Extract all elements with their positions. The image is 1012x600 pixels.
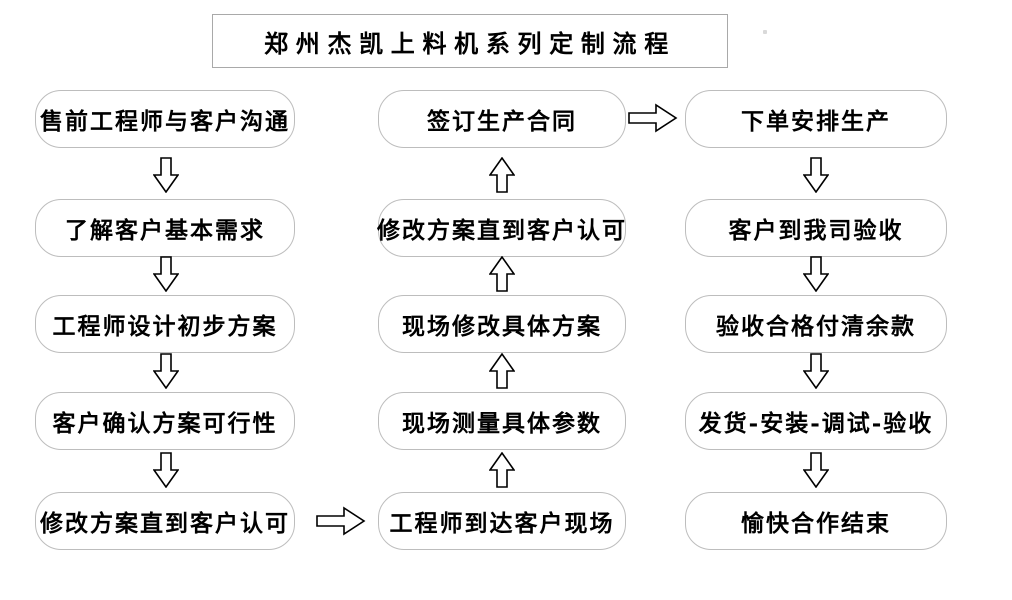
flowchart-title: 郑州杰凯上料机系列定制流程 <box>212 14 728 68</box>
right-arrow-icon <box>316 506 366 536</box>
up-arrow-icon <box>488 156 516 193</box>
flow-node-ship-install-debug-accept: 发货-安装-调试-验收 <box>685 392 947 450</box>
down-arrow-icon <box>802 353 830 390</box>
up-arrow-icon <box>488 255 516 292</box>
flow-node-customer-acceptance-visit: 客户到我司验收 <box>685 199 947 257</box>
flow-node-onsite-measure-params: 现场测量具体参数 <box>378 392 626 450</box>
flow-node-revise-until-approved-2: 修改方案直到客户认可 <box>377 199 626 257</box>
down-arrow-icon <box>802 256 830 293</box>
flow-node-revise-until-approved-1: 修改方案直到客户认可 <box>35 492 295 550</box>
right-arrow-icon <box>628 103 678 133</box>
flow-node-engineer-arrives-site: 工程师到达客户现场 <box>378 492 626 550</box>
flow-node-confirm-feasibility: 客户确认方案可行性 <box>35 392 295 450</box>
flow-node-place-order-production: 下单安排生产 <box>685 90 947 148</box>
flow-node-sign-contract: 签订生产合同 <box>378 90 626 148</box>
flow-node-cooperation-complete: 愉快合作结束 <box>685 492 947 550</box>
down-arrow-icon <box>152 353 180 390</box>
flow-node-onsite-modify-plan: 现场修改具体方案 <box>378 295 626 353</box>
down-arrow-icon <box>152 452 180 489</box>
down-arrow-icon <box>152 157 180 194</box>
flow-node-preliminary-design: 工程师设计初步方案 <box>35 295 295 353</box>
flow-node-understand-needs: 了解客户基本需求 <box>35 199 295 257</box>
down-arrow-icon <box>802 452 830 489</box>
down-arrow-icon <box>802 157 830 194</box>
stray-dot <box>763 30 767 34</box>
flow-node-pay-balance: 验收合格付清余款 <box>685 295 947 353</box>
down-arrow-icon <box>152 256 180 293</box>
up-arrow-icon <box>488 451 516 488</box>
flow-node-presales-communication: 售前工程师与客户沟通 <box>35 90 295 148</box>
up-arrow-icon <box>488 352 516 389</box>
